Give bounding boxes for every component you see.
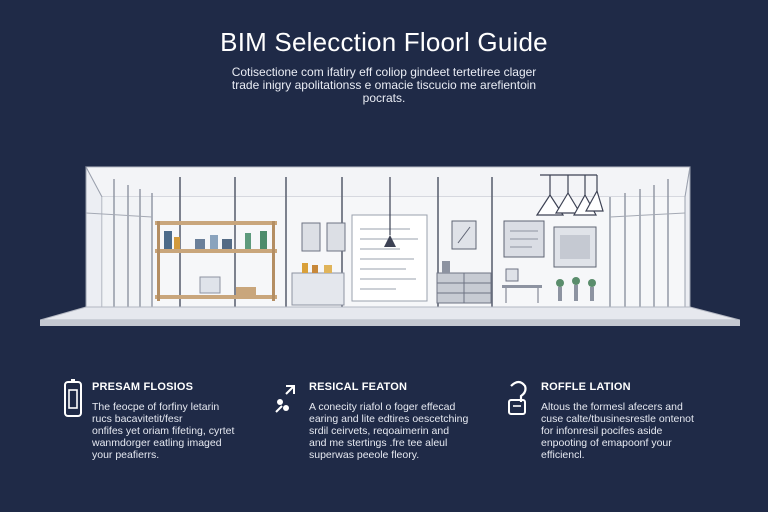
subtitle-line: pocrats.	[362, 91, 406, 105]
feature-line: and me stertings .fre tee aleul	[309, 437, 448, 449]
feature-line: your peafierrs.	[92, 449, 160, 461]
wall-art	[326, 222, 346, 252]
tag-icon	[508, 380, 527, 415]
page-subtitle: Cotisectione com ifatiry eff coliop gind…	[200, 66, 568, 105]
feature-line: srdil ceirvets, reqoaimerin and	[309, 425, 450, 437]
desk	[502, 268, 542, 303]
feature-line: Altous the formesl afecers and	[541, 401, 683, 413]
feature-title: RESICAL FEATON	[309, 381, 408, 393]
feature-line: rucs bacavitetit/fesr	[92, 413, 183, 425]
mobile-device-icon	[64, 379, 82, 417]
pendant-lamp	[384, 235, 396, 247]
features-section: PRESAM FLOSIOS The feocpe of forfiny let…	[0, 378, 768, 478]
subtitle-line: Cotisectione com ifatiry eff coliop gind…	[231, 65, 537, 79]
plants	[556, 277, 596, 301]
subtitle-line: trade inigry apolitationss e omacie tisc…	[231, 78, 537, 92]
feature-line: wanmdorger eatling imaged	[92, 437, 222, 449]
expand-arrows-icon	[275, 385, 295, 413]
feature-line: The feocpe of forfiny letarin	[92, 401, 220, 413]
page-title: BIM Selecction Floorl Guide	[220, 27, 548, 57]
feature-title: PRESAM FLOSIOS	[92, 381, 194, 393]
feature-line: for infonresil pocifes aside	[541, 425, 663, 437]
feature-title: ROFFLE LATION	[541, 381, 631, 393]
feature-line: cuse calte/tbusinesrestle ontenot	[541, 413, 694, 425]
feature-line: enpooting of emapoonf your	[541, 437, 672, 449]
shelving-unit	[155, 221, 277, 301]
feature-line: onfifes yet oriam fifeting, cyrtet	[92, 425, 235, 437]
whiteboard	[351, 214, 428, 302]
feature-line: A conecity riafol o foger effecad	[309, 401, 456, 413]
feature-line: earing and lite edtires oescetching	[309, 413, 469, 425]
feature-description: Altous the formesl afecers and cuse calt…	[541, 401, 731, 461]
feature-description: A conecity riafol o foger effecad earing…	[309, 401, 499, 461]
feature-line: superwas peeole fleory.	[309, 449, 420, 461]
wall-art	[301, 222, 321, 252]
floor-illustration	[40, 166, 740, 326]
filing-cabinet	[436, 261, 492, 304]
ceiling	[85, 166, 691, 198]
chandelier	[535, 174, 604, 216]
feature-description: The feocpe of forfiny letarin rucs bacav…	[92, 401, 282, 461]
reception-counter	[291, 263, 345, 306]
floor-slab	[40, 306, 740, 321]
feature-line: efficiencl.	[541, 449, 585, 461]
floor-edge	[40, 320, 740, 326]
